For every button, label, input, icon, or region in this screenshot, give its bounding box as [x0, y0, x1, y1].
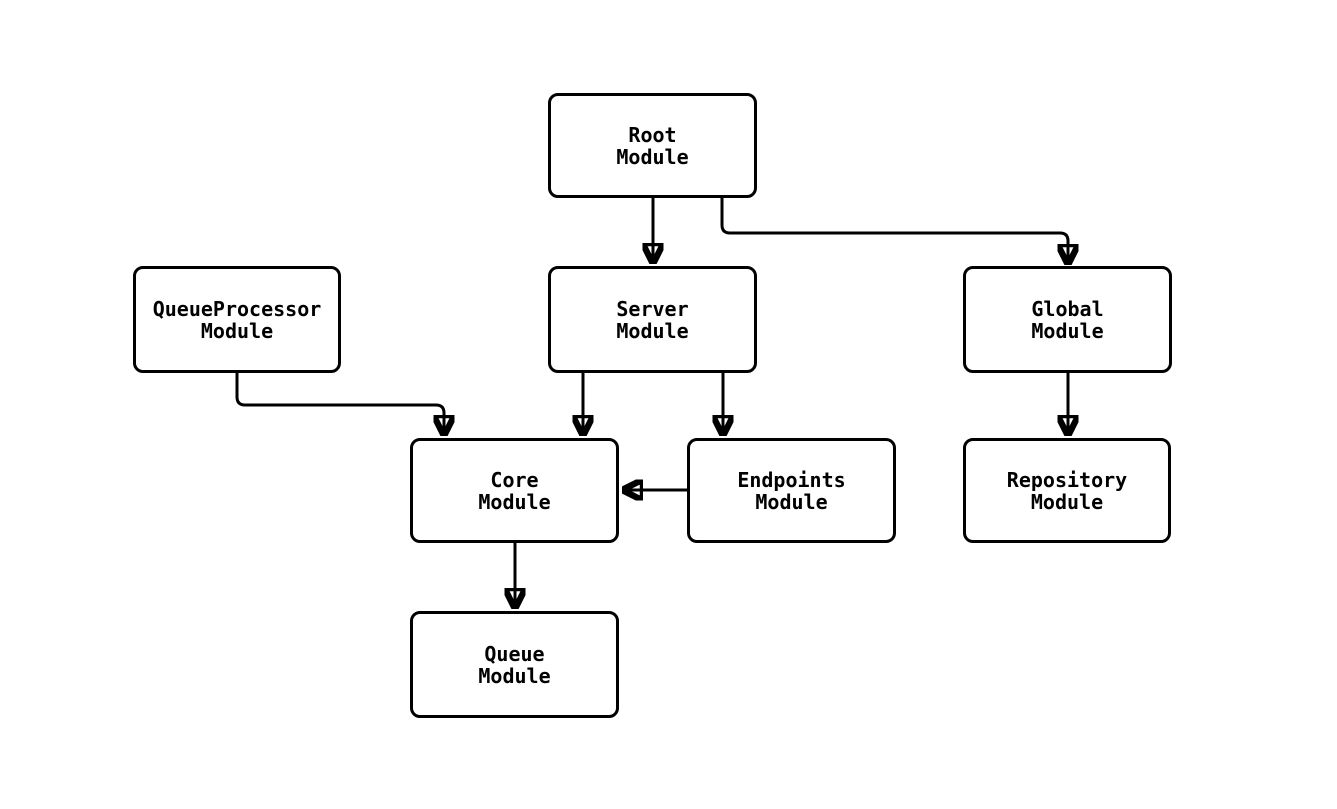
node-queueprocessor-module: QueueProcessor Module — [133, 266, 341, 373]
edge-root-to-global — [720, 198, 1068, 263]
edge-queueprocessor-to-core — [235, 373, 444, 434]
node-label-line: Module — [616, 318, 689, 343]
node-root-module: Root Module — [548, 93, 757, 198]
node-label-line: Queue — [484, 641, 545, 666]
node-label-line: Module — [755, 489, 828, 514]
node-global-module: Global Module — [963, 266, 1172, 373]
node-label-line: Server — [616, 296, 689, 321]
node-label-line: Module — [478, 489, 551, 514]
node-label-line: Module — [616, 144, 689, 169]
node-repository-module: Repository Module — [963, 438, 1171, 543]
node-label-line: Module — [1031, 318, 1104, 343]
node-core-module: Core Module — [410, 438, 619, 543]
node-label-line: Global — [1031, 296, 1104, 321]
node-queue-module: Queue Module — [410, 611, 619, 718]
node-endpoints-module: Endpoints Module — [687, 438, 896, 543]
node-label-line: Endpoints — [737, 467, 846, 492]
node-label-line: Module — [478, 663, 551, 688]
node-label-line: Module — [1030, 489, 1104, 514]
node-label-line: Repository — [1006, 467, 1128, 492]
node-label-line: Core — [490, 467, 539, 492]
node-label-line: QueueProcessor — [152, 296, 322, 321]
node-server-module: Server Module — [548, 266, 757, 373]
node-label-line: Root — [628, 122, 677, 147]
node-label-line: Module — [200, 318, 274, 343]
